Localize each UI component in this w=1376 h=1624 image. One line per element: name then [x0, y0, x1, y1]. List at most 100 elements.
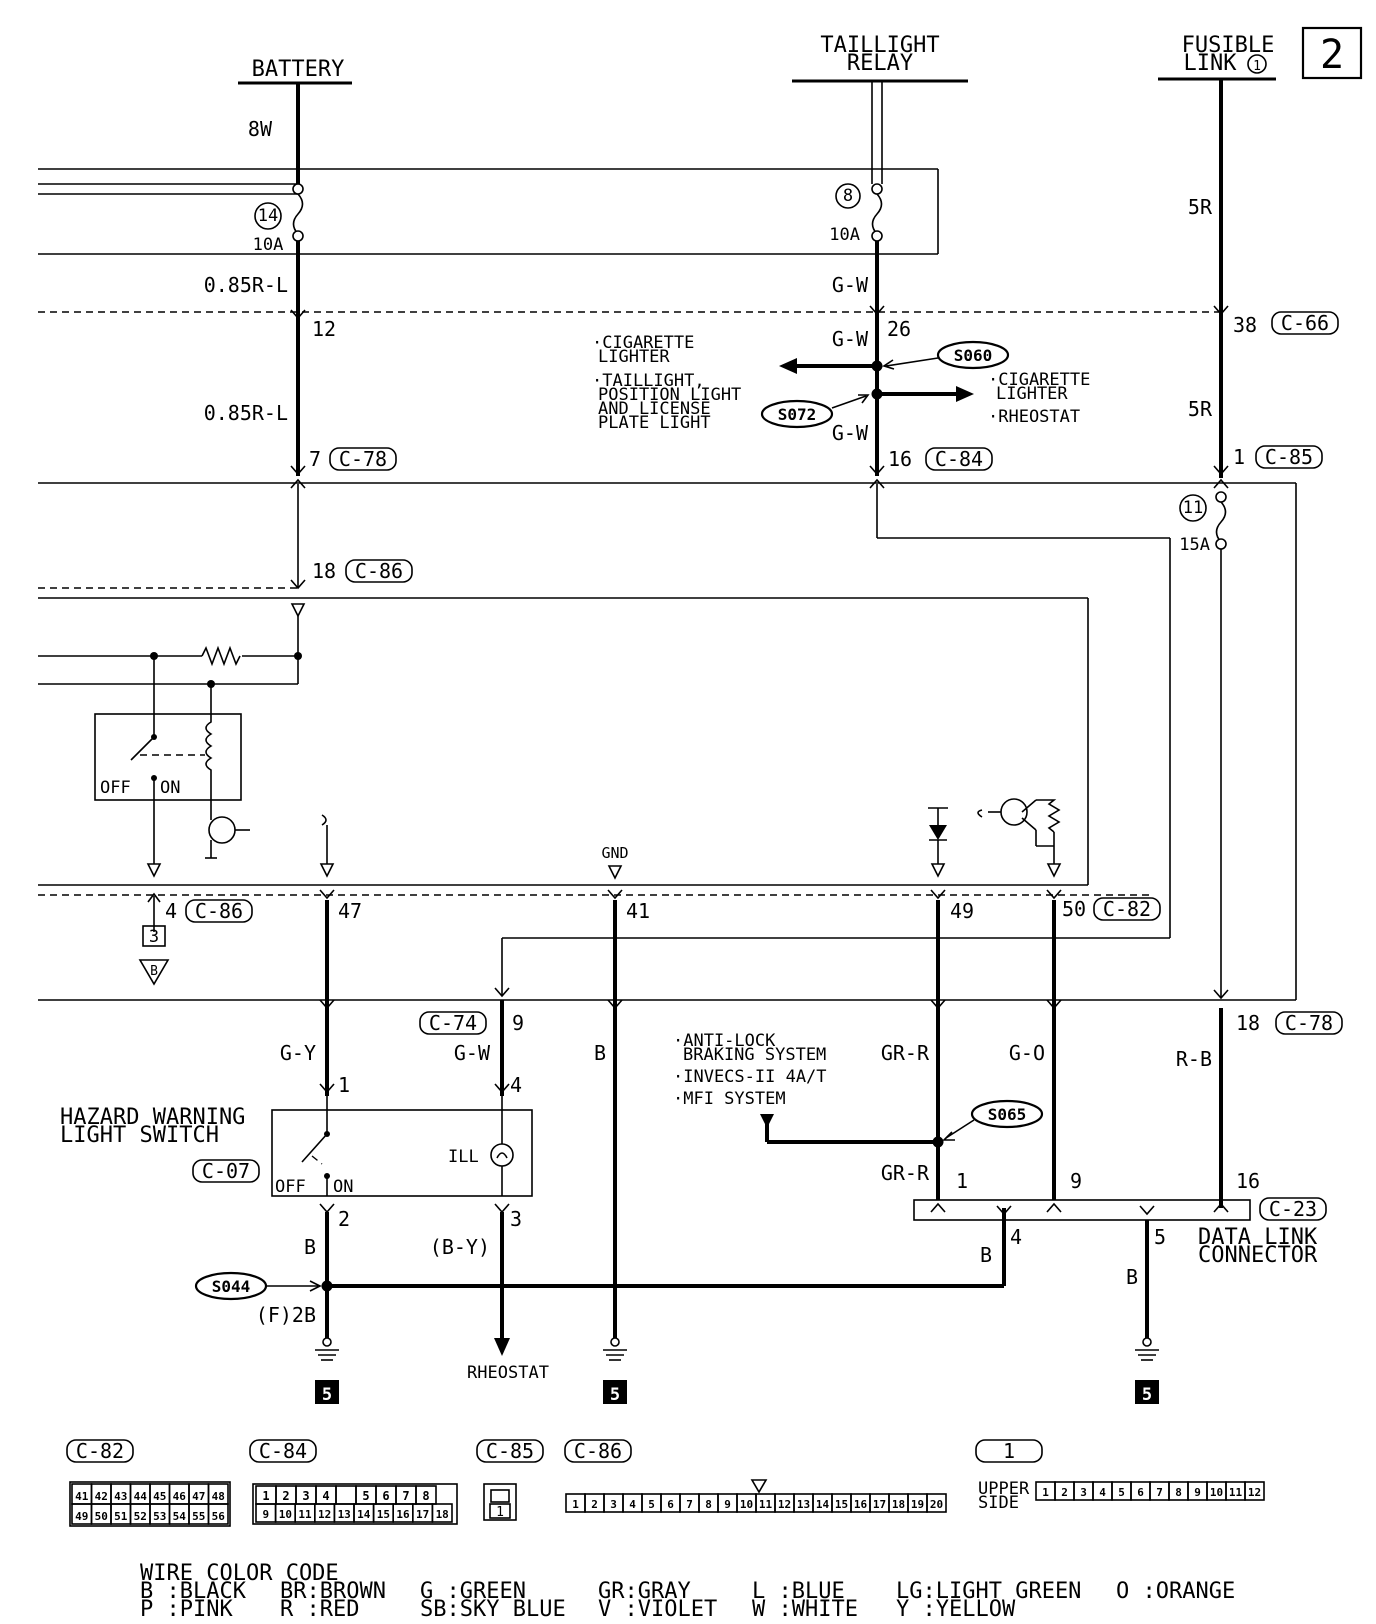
- cv-fl1-pin: 7: [1156, 1486, 1163, 1499]
- color-code-entry: V :VIOLET: [598, 1597, 717, 1622]
- taillight-relay-label-1: TAILLIGHT: [820, 33, 939, 58]
- pin-4-dlc: 4: [1010, 1225, 1022, 1249]
- ground-1: 5: [315, 1337, 339, 1405]
- cv-fl1-pin: 12: [1248, 1486, 1261, 1499]
- wire-grr-a: GR-R: [881, 1041, 930, 1065]
- wire-gw-a: G-W: [832, 273, 869, 297]
- cv-c86-pin: 4: [629, 1498, 636, 1511]
- cv-c84-row1-cell: [335, 1485, 357, 1505]
- color-code-entry: G :GREEN: [420, 1579, 526, 1604]
- wire-gy: G-Y: [280, 1041, 316, 1065]
- cv-c84-row1-pin: 2: [282, 1489, 289, 1503]
- wire-5r-a: 5R: [1188, 195, 1213, 219]
- cv-c86-pin: 3: [610, 1498, 617, 1511]
- pin-41: 41: [626, 899, 650, 923]
- cv-c82-row2-pin: 54: [173, 1510, 187, 1523]
- abs-note-1: ·ANTI-LOCK: [673, 1031, 776, 1051]
- switch-on-label: ON: [333, 1177, 353, 1197]
- cv-c84-row2-pin: 12: [318, 1508, 331, 1521]
- wire-gw-d: G-W: [454, 1041, 491, 1065]
- cv-c86-pin: 20: [930, 1498, 943, 1511]
- cv-c84-row2-pin: 14: [357, 1508, 371, 1521]
- color-code-entry: B :BLACK: [140, 1579, 247, 1604]
- hazard-label-1: HAZARD WARNING: [60, 1105, 245, 1130]
- pin-3-switch: 3: [510, 1207, 522, 1231]
- dest-right-3: ·RHEOSTAT: [988, 407, 1080, 427]
- conn-c23: C-23: [1269, 1197, 1317, 1221]
- cv-c86-pin: 6: [667, 1498, 674, 1511]
- cv-c82-row1-pin: 43: [114, 1490, 127, 1503]
- cv-c86-pin: 11: [759, 1498, 773, 1511]
- cv-fl1-pin: 4: [1099, 1486, 1106, 1499]
- cv-c84-row2-pin: 10: [279, 1508, 292, 1521]
- hazard-label-2: LIGHT SWITCH: [60, 1123, 219, 1148]
- cv-c82-label: C-82: [76, 1439, 124, 1463]
- ref-triangle-b: B: [150, 964, 158, 979]
- data-link-connector: 1 9 16 4 5 C-23 DATA LINK CONNECTOR B: [913, 1169, 1327, 1338]
- cv-c82-row2-pin: 51: [114, 1510, 128, 1523]
- rheostat-label: RHEOSTAT: [467, 1363, 549, 1383]
- conn-c07: C-07: [202, 1159, 250, 1183]
- destination-right-note: ·CIGARETTE LIGHTER ·RHEOSTAT: [988, 370, 1090, 427]
- cv-c82-row1-pin: 41: [75, 1490, 89, 1503]
- wire-b-5: B: [1126, 1265, 1138, 1289]
- cv-c84-row2-pin: 16: [396, 1508, 410, 1521]
- fusible-link-label-2: LINK: [1184, 51, 1238, 76]
- fusible-link-circuit: 5R 38 C-66 5R 1 C-85 11 15A 18 C-78 R-B: [1176, 79, 1343, 1208]
- splice-s044-label: S044: [212, 1277, 251, 1296]
- pin-1-switch: 1: [338, 1073, 350, 1097]
- conn-c85: C-85: [1265, 445, 1313, 469]
- pin-2-switch: 2: [338, 1207, 350, 1231]
- cv-c82-row1-pin: 45: [153, 1490, 166, 1503]
- cv-fl1-label: 1: [1003, 1439, 1015, 1463]
- wire-085rl-b: 0.85R-L: [204, 401, 288, 425]
- cv-c86-pin: 19: [911, 1498, 924, 1511]
- pin-16-dlc: 16: [1236, 1169, 1260, 1193]
- cv-c86-pin: 7: [686, 1498, 693, 1511]
- pin-49: 49: [950, 899, 974, 923]
- cv-c86-pin: 10: [740, 1498, 753, 1511]
- color-code-entry: LG:LIGHT GREEN: [896, 1579, 1081, 1604]
- ill-label: ILL: [448, 1147, 479, 1167]
- cv-c84-row1-pin: 7: [402, 1489, 409, 1503]
- wire-gw-c: G-W: [832, 421, 869, 445]
- pin-18-c78: 18: [1236, 1011, 1260, 1035]
- splice-s060-label: S060: [954, 346, 993, 365]
- fusible-link-source: FUSIBLE LINK 1: [1158, 33, 1276, 81]
- cv-c84-row2-pin: 18: [436, 1508, 449, 1521]
- pin-7: 7: [309, 447, 321, 471]
- cv-c82-row1-pin: 47: [192, 1490, 205, 1503]
- cv-c86-pin: 15: [835, 1498, 848, 1511]
- cv-fl1-pin: 11: [1229, 1486, 1243, 1499]
- control-unit-pins: 4 C-86 3 B 47 G-Y 1 41 B 49 GR-R 50 C-82…: [138, 889, 1161, 1338]
- cv-c82-row2-pin: 56: [212, 1510, 226, 1523]
- cv-c86-pin: 16: [854, 1498, 868, 1511]
- conn-c74: C-74: [429, 1011, 477, 1035]
- pin-16-c84: 16: [888, 447, 912, 471]
- cv-c86-pin: 1: [572, 1498, 579, 1511]
- hazard-warning-switch: HAZARD WARNING LIGHT SWITCH C-07 OFF ON …: [60, 1096, 549, 1383]
- pin-12: 12: [312, 317, 336, 341]
- cv-c82-row2-cell: [207, 1503, 229, 1525]
- conn-c66: C-66: [1281, 311, 1329, 335]
- taillight-relay-label-2: RELAY: [847, 51, 913, 76]
- splice-s060: S060: [882, 340, 1010, 370]
- pin-1-c85: 1: [1233, 445, 1245, 469]
- cv-c86-label: C-86: [574, 1439, 622, 1463]
- pin-9-c74: 9: [512, 1011, 524, 1035]
- pin-47: 47: [338, 899, 362, 923]
- cv-c84-row1-pin: 5: [362, 1489, 369, 1503]
- wire-8w: 8W: [248, 117, 273, 141]
- fuse-11-amp: 15A: [1179, 535, 1210, 555]
- cv-c86-pin: 17: [873, 1498, 886, 1511]
- sheet-number: 2: [1301, 26, 1363, 80]
- wire-085rl-a: 0.85R-L: [204, 273, 288, 297]
- harness-boundaries: [38, 311, 1297, 1001]
- dest-left-6: PLATE LIGHT: [598, 413, 711, 433]
- wire-f2b: (F)2B: [256, 1303, 316, 1327]
- cv-c84-row1-pin: 1: [262, 1489, 269, 1503]
- splice-s072-label: S072: [778, 405, 817, 424]
- destination-left-note: ·CIGARETTE LIGHTER ·TAILLIGHT, POSITION …: [592, 333, 741, 433]
